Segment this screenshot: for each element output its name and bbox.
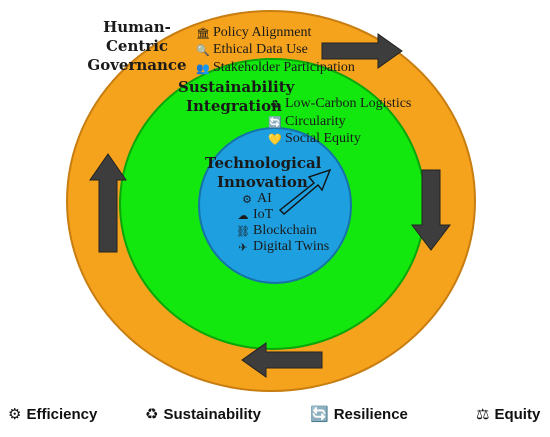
arrow-up-icon (89, 153, 127, 253)
innovation-item-digital-twins: ✈ Digital Twins (236, 239, 329, 255)
sustainability-title-line1: Sustainability (178, 78, 295, 96)
sustainability-item-equity: 💛 Social Equity (268, 131, 361, 147)
sustainability-item-circularity: 🔄 Circularity (268, 114, 346, 130)
gear-icon: ⚙ (8, 405, 22, 423)
recycle-icon: ♻ (145, 405, 159, 423)
sustainability-item-label: Social Equity (285, 131, 361, 146)
legend-label: Efficiency (26, 405, 98, 423)
innovation-title: Technological Innovation (205, 154, 322, 192)
legend-label: Equity (494, 405, 541, 423)
recycle-icon: ♻ (270, 97, 280, 111)
legend-efficiency: ⚙ Efficiency (8, 405, 97, 423)
gear-icon: ⚙ (242, 192, 252, 206)
sustainability-title: Sustainability Integration (178, 78, 295, 116)
governance-item-label: Ethical Data Use (213, 42, 308, 57)
innovation-item-label: Blockchain (253, 223, 317, 238)
legend-label: Sustainability (163, 405, 261, 423)
governance-title-line1: Human-Centric (103, 18, 171, 55)
innovation-item-label: AI (257, 191, 272, 206)
innovation-item-label: IoT (253, 207, 274, 222)
governance-item-label: Policy Alignment (213, 25, 312, 40)
legend-sustainability: ♻ Sustainability (145, 405, 261, 423)
sustainability-title-line2: Integration (186, 97, 283, 115)
governance-item-ethical-data: 🔍 Ethical Data Use (196, 42, 308, 58)
governance-item-stakeholder: 👥 Stakeholder Participation (196, 60, 355, 76)
cloud-icon: ☁ (237, 208, 249, 222)
legend-equity: ⚖ Equity (476, 405, 540, 423)
refresh-icon: 🔄 (310, 405, 329, 423)
arrow-down-icon (410, 169, 452, 251)
people-icon: 👥 (196, 61, 210, 75)
innovation-item-ai: ⚙ AI (240, 191, 272, 207)
governance-title: Human-Centric Governance (78, 18, 196, 75)
institution-icon: 🏛 (196, 26, 210, 40)
innovation-title-line2: Innovation (217, 173, 308, 191)
innovation-item-blockchain: ⛓ Blockchain (236, 223, 317, 239)
legend-resilience: 🔄 Resilience (310, 405, 408, 423)
magnifier-icon: 🔍 (196, 43, 210, 57)
governance-title-line2: Governance (87, 56, 187, 74)
governance-item-label: Stakeholder Participation (213, 60, 355, 75)
refresh-icon: 🔄 (268, 115, 282, 129)
innovation-title-line1: Technological (205, 154, 322, 172)
arrow-right-icon (321, 33, 403, 69)
airplane-icon: ✈ (238, 240, 248, 254)
sustainability-item-label: Circularity (285, 114, 346, 129)
innovation-item-label: Digital Twins (253, 239, 330, 254)
sustainability-item-label: Low-Carbon Logistics (285, 96, 412, 111)
sustainability-item-logistics: ♻ Low-Carbon Logistics (268, 96, 411, 112)
legend-label: Resilience (333, 405, 408, 423)
chain-icon: ⛓ (236, 224, 250, 238)
innovation-circle (198, 127, 352, 284)
arrow-left-icon (241, 342, 323, 378)
scales-icon: ⚖ (476, 405, 490, 423)
arrow-diagonal-icon (278, 168, 332, 215)
innovation-item-iot: ☁ IoT (236, 207, 274, 223)
heart-icon: 💛 (268, 132, 282, 146)
governance-item-policy: 🏛 Policy Alignment (196, 25, 311, 41)
